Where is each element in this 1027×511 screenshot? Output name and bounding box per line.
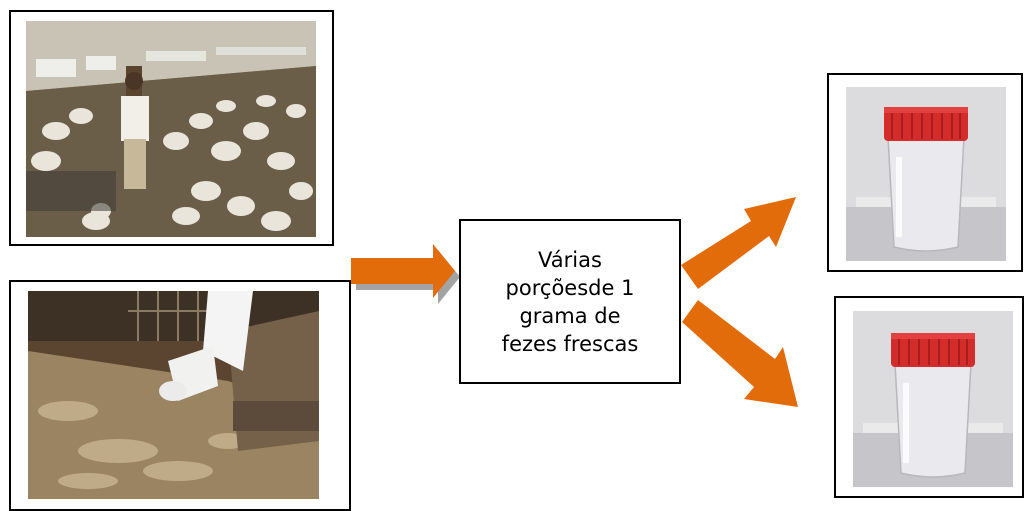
sample-description-line-2: porçõesde 1: [505, 275, 635, 300]
sample-description-line-4: fezes frescas: [501, 331, 639, 356]
arrow-up-right-icon: [681, 197, 796, 289]
poultry-house-image: [26, 21, 316, 237]
sample-description-line-1: Várias: [538, 247, 602, 272]
sample-container-image-bottom: [853, 311, 1013, 487]
sample-description-text: Várias porçõesde 1 grama de fezes fresca…: [495, 246, 645, 358]
sample-description-box: Várias porçõesde 1 grama de fezes fresca…: [459, 219, 681, 384]
arrow-to-center-icon: [351, 244, 460, 304]
sample-description-line-3: grama de: [519, 303, 621, 328]
arrow-down-right-icon: [682, 300, 798, 407]
feces-collection-image: [28, 291, 319, 499]
sample-container-image-top: [846, 87, 1006, 261]
